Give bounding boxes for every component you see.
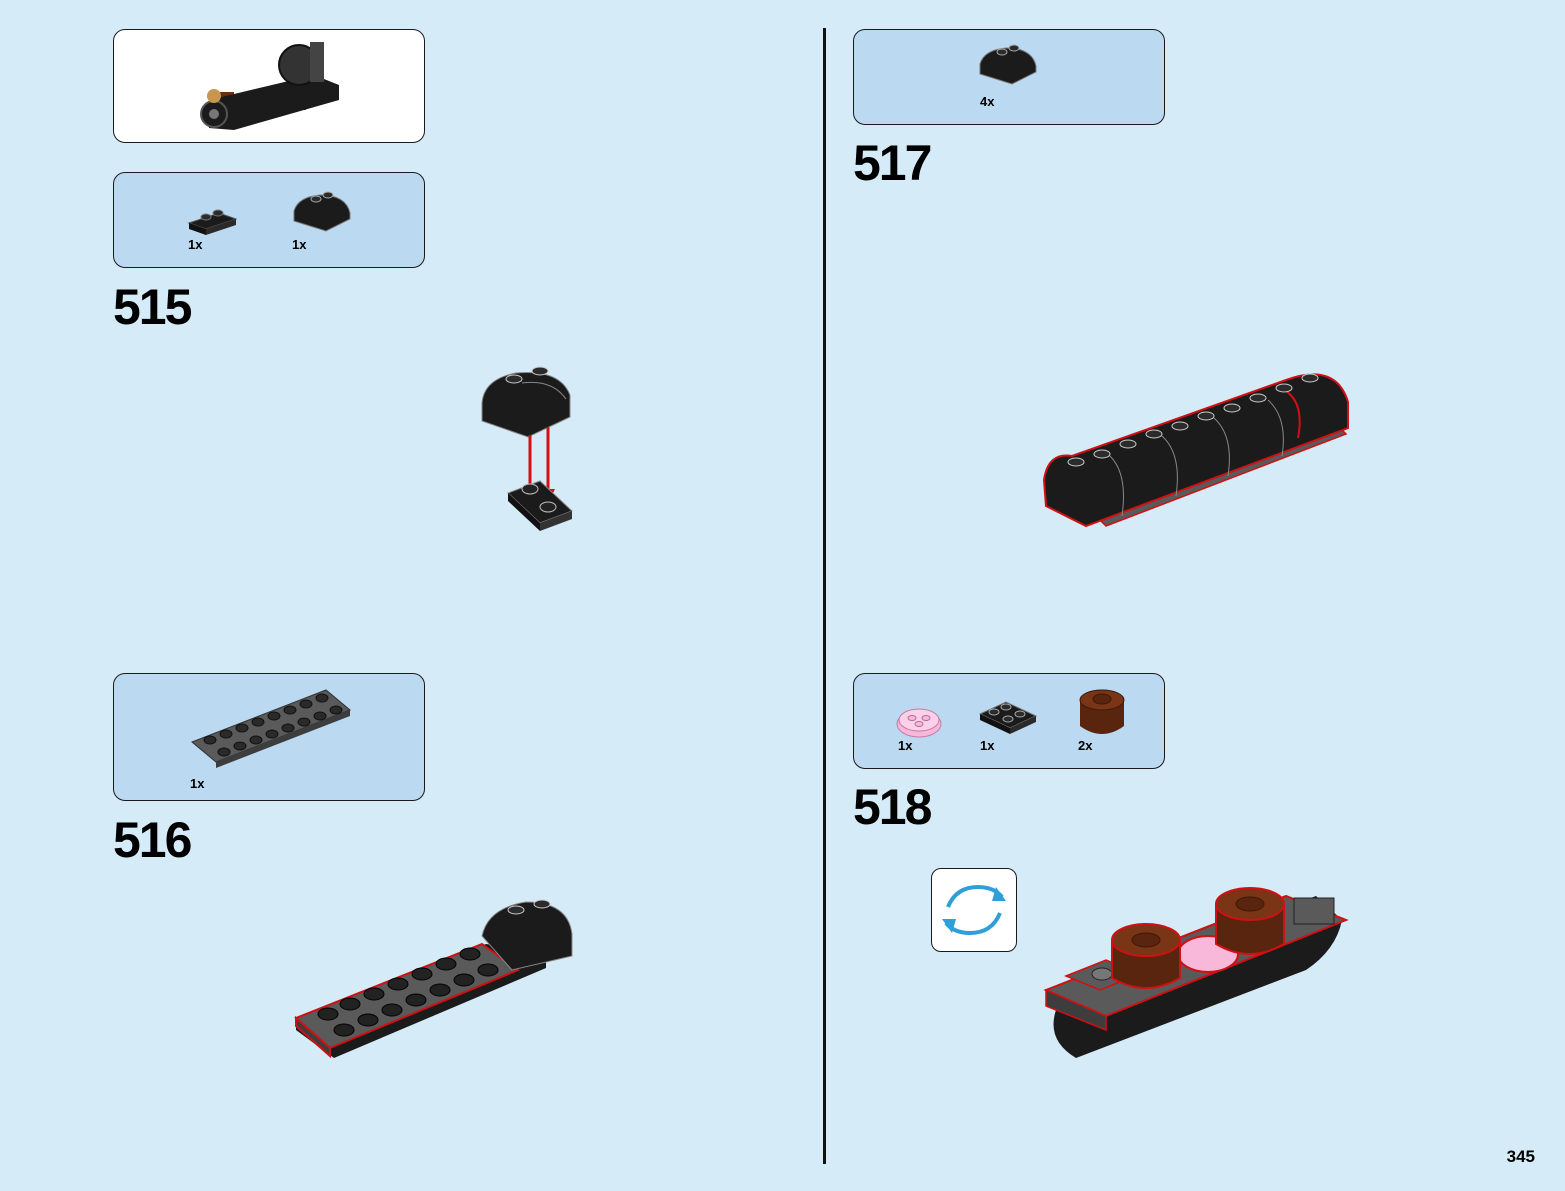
- parts-list-518: 1x 1x 2x: [853, 673, 1165, 769]
- rotate-model-callout: [931, 868, 1017, 952]
- step-518-illustration: [1043, 887, 1349, 1058]
- engine-subassembly-image: [200, 42, 339, 130]
- page-divider: [823, 28, 826, 1164]
- pink-round-plate-icon: [896, 708, 942, 738]
- parts-list-515: 1x 1x: [113, 172, 425, 268]
- black-curved-slope-icon: [293, 191, 351, 232]
- part-qty: 1x: [898, 738, 913, 753]
- step-number-516: 516: [113, 812, 192, 868]
- part-qty: 4x: [980, 94, 995, 109]
- part-qty: 1x: [292, 237, 307, 252]
- step-number-515: 515: [113, 279, 192, 335]
- step-number-517: 517: [853, 135, 932, 191]
- page-number: 345: [1506, 1147, 1535, 1166]
- parts-list-517: 4x: [853, 29, 1165, 125]
- step-516-illustration: [294, 899, 573, 1059]
- dark-gray-plate-2x8-icon: [191, 689, 351, 768]
- brown-round-brick-icon: [1079, 689, 1125, 734]
- black-curved-slope-icon: [979, 44, 1037, 85]
- step-number-518: 518: [853, 779, 932, 835]
- part-qty: 1x: [188, 237, 203, 252]
- subassembly-callout: [113, 29, 425, 143]
- rotate-arrows-icon: [942, 884, 1006, 936]
- step-515-illustration: [481, 366, 573, 531]
- parts-list-516: 1x: [113, 673, 425, 801]
- step-517-illustration: [1042, 373, 1349, 528]
- part-qty: 1x: [190, 776, 205, 791]
- black-plate-1x2-icon: [187, 209, 238, 235]
- part-qty: 2x: [1078, 738, 1093, 753]
- black-plate-2x2-icon: [978, 701, 1038, 734]
- part-qty: 1x: [980, 738, 995, 753]
